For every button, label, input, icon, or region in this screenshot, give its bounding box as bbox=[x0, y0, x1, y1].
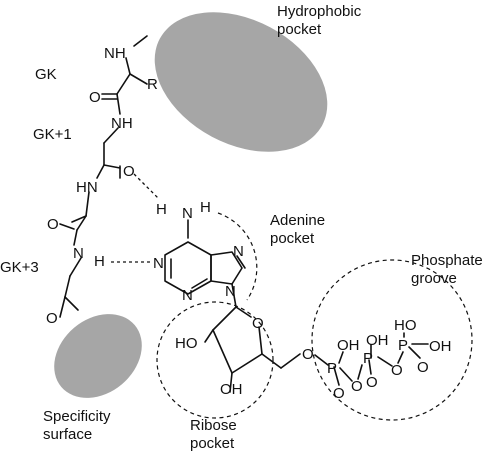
atom-n9: N bbox=[225, 283, 236, 300]
atom-ring-o: O bbox=[252, 315, 264, 332]
adenine-pocket-label: Adenine bbox=[270, 212, 325, 229]
atom-o-beta: O bbox=[366, 374, 378, 391]
atom-h-gk3: H bbox=[94, 253, 105, 270]
atom-oh-3prime: OH bbox=[220, 381, 243, 398]
adenine-pocket-outline bbox=[217, 212, 258, 301]
specificity-surface-label-2: surface bbox=[43, 426, 92, 443]
atom-hn-gk2: HN bbox=[76, 179, 98, 196]
atom-n-gk3: N bbox=[73, 245, 84, 262]
gk1-label: GK+1 bbox=[33, 126, 72, 143]
atom-ho-gamma: HO bbox=[394, 317, 417, 334]
ribose-pocket-outline bbox=[156, 301, 274, 419]
atom-oh-alpha: OH bbox=[337, 337, 360, 354]
atom-carbonyl-o-gk3: O bbox=[46, 310, 58, 327]
atom-n1: N bbox=[153, 255, 164, 272]
atom-n7: N bbox=[233, 243, 244, 260]
atom-n6: N bbox=[182, 205, 193, 222]
phosphate-groove-outline bbox=[311, 259, 473, 421]
ribose-pocket-label: Ribose bbox=[190, 417, 237, 434]
atom-ho-2prime: HO bbox=[175, 335, 198, 352]
atom-p-beta: P bbox=[363, 350, 373, 367]
atom-r-group: R bbox=[147, 76, 158, 93]
phosphate-groove-label: Phosphate bbox=[411, 252, 483, 269]
adenine-ring bbox=[164, 219, 246, 308]
atom-h-n6-left: H bbox=[156, 201, 167, 218]
atom-n3: N bbox=[182, 287, 193, 304]
atom-carbonyl-o-gk: O bbox=[89, 89, 101, 106]
atom-nh-terminal: NH bbox=[104, 45, 126, 62]
specificity-surface-shape bbox=[54, 314, 142, 398]
atom-h-n6-right: H bbox=[200, 199, 211, 216]
atom-nh-gk1: NH bbox=[111, 115, 133, 132]
hydrophobic-pocket-label: Hydrophobic bbox=[277, 3, 362, 20]
hbond-gk1-adenine bbox=[133, 173, 159, 199]
adenine-pocket-label-2: pocket bbox=[270, 230, 315, 247]
hydrophobic-pocket-shape bbox=[154, 12, 328, 152]
phosphate-groove-label-2: groove bbox=[411, 270, 457, 287]
gk3-label: GK+3 bbox=[0, 259, 39, 276]
atom-o-alpha-beta: O bbox=[351, 378, 363, 395]
atom-o-alpha: O bbox=[333, 385, 345, 402]
atom-oh-gamma: OH bbox=[429, 338, 452, 355]
specificity-surface-label: Specificity bbox=[43, 408, 111, 425]
atom-p-gamma: P bbox=[398, 337, 408, 354]
atom-carbonyl-o-gk2: O bbox=[47, 216, 59, 233]
atom-p-alpha: P bbox=[327, 360, 337, 377]
hydrophobic-pocket-label-2: pocket bbox=[277, 21, 322, 38]
atom-o-beta-gamma: O bbox=[391, 362, 403, 379]
ribose-ring bbox=[204, 306, 301, 393]
triphosphate-chain bbox=[314, 332, 429, 386]
atom-o5prime: O bbox=[302, 346, 314, 363]
ribose-pocket-label-2: pocket bbox=[190, 435, 235, 452]
atom-oh-beta: OH bbox=[366, 332, 389, 349]
gk-label: GK bbox=[35, 66, 57, 83]
atom-o-gamma: O bbox=[417, 359, 429, 376]
hinge-peptide bbox=[59, 35, 148, 318]
atom-carbonyl-o-gk1: O bbox=[123, 163, 135, 180]
